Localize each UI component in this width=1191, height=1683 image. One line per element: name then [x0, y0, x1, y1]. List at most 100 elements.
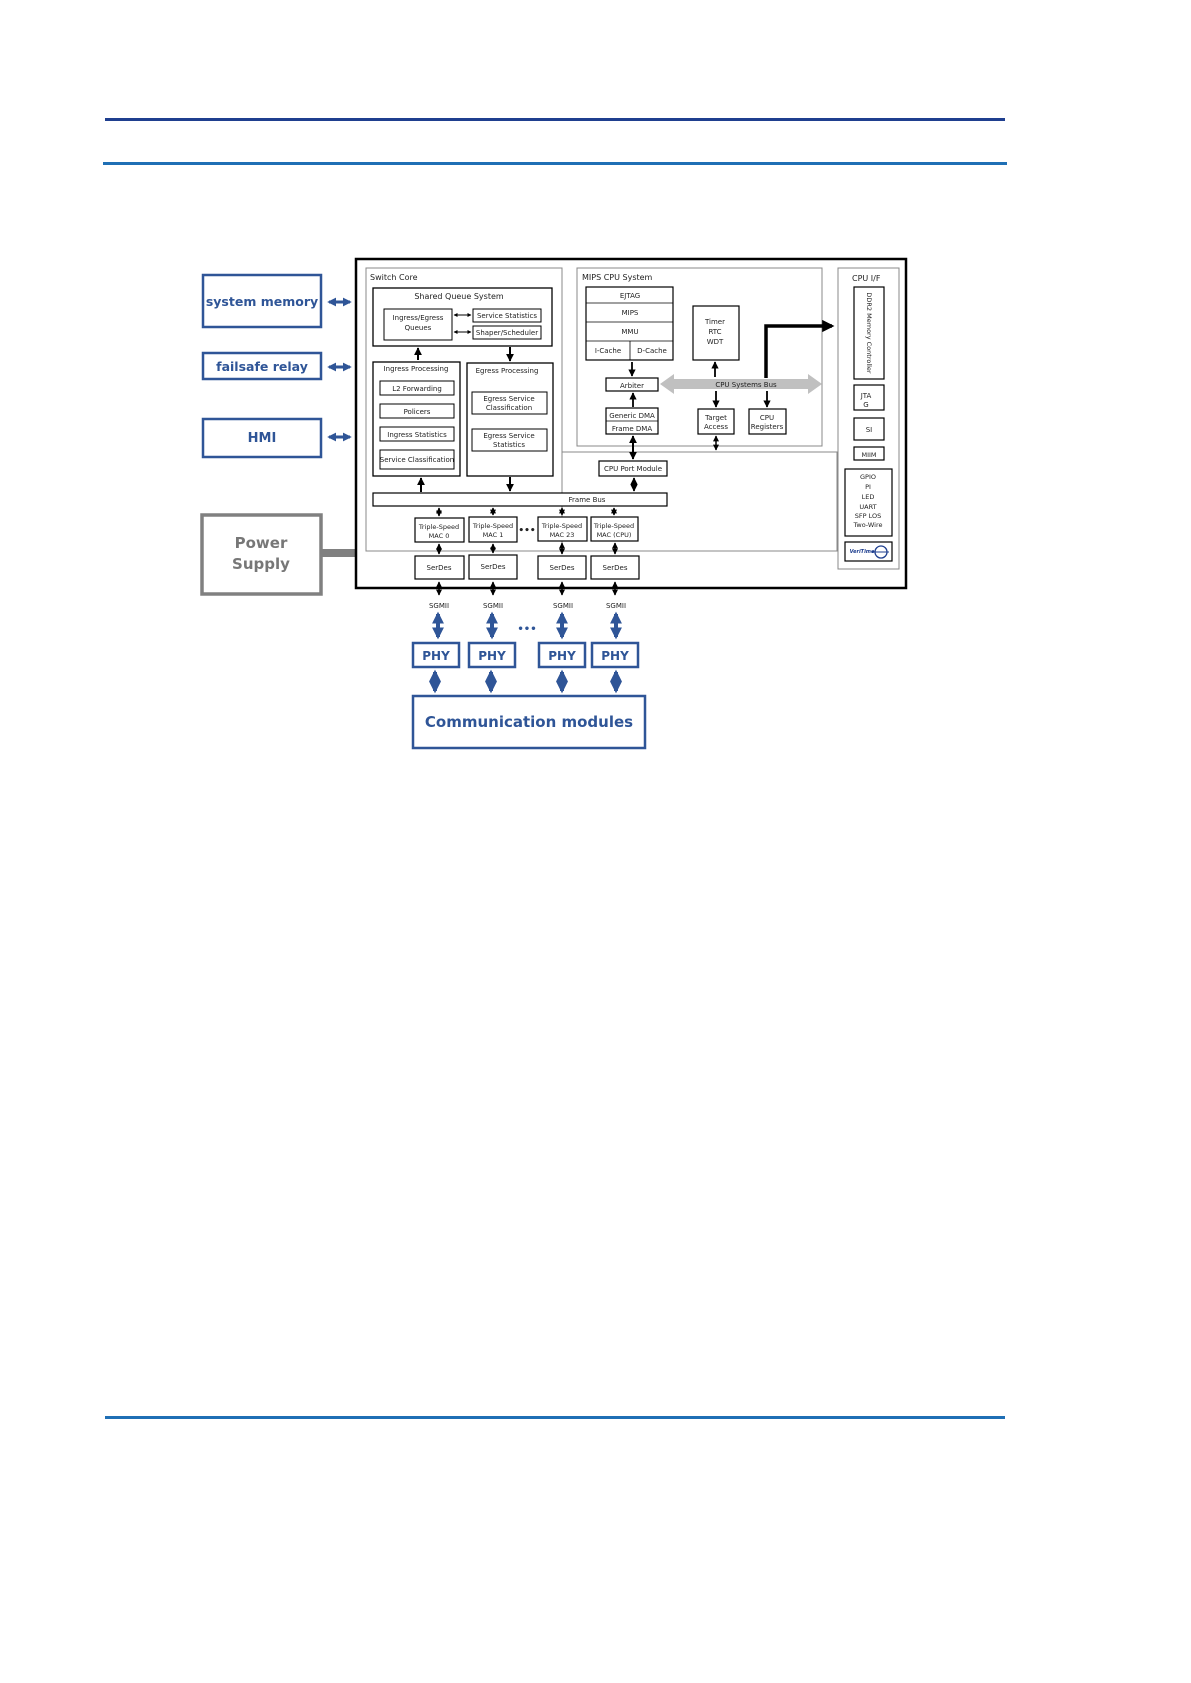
system-memory-block: system memory	[201, 273, 323, 329]
generic-dma-label: Generic DMA	[609, 412, 655, 420]
rtc-label: RTC	[708, 328, 721, 336]
mac-ellipsis: •••	[518, 526, 535, 536]
system-memory-label: system memory	[206, 294, 318, 309]
sgmii-1-label: SGMII	[483, 602, 503, 610]
header-rule-bottom	[103, 162, 1007, 165]
mac-cpu-label-2: MAC (CPU)	[597, 531, 632, 539]
serdes-0-label: SerDes	[427, 564, 452, 572]
service-statistics-label: Service Statistics	[477, 312, 537, 320]
l2-forwarding-box	[379, 380, 455, 396]
cpu-if-title: CPU I/F	[852, 274, 881, 283]
switch-core-region-extension	[366, 451, 838, 552]
phy-1-label: PHY	[478, 649, 506, 663]
wdt-label: WDT	[707, 338, 724, 346]
egress-service-classification-label-2: Classification	[486, 404, 532, 412]
mac-0: Triple-Speed MAC 0	[414, 517, 465, 543]
external-arrows	[327, 297, 352, 442]
mips-cpu-region	[576, 267, 823, 447]
sgmii-2-label: SGMII	[553, 602, 573, 610]
veritime-logo-text: VeriTime	[850, 549, 875, 555]
shared-queue-system: Shared Queue System Ingress/Egress Queue…	[372, 287, 553, 347]
two-wire-label: Two-Wire	[852, 521, 882, 529]
mips-cpu-title: MIPS CPU System	[582, 273, 653, 282]
mac-0-label-2: MAC 0	[429, 532, 450, 540]
frame-bus: Frame Bus	[372, 492, 668, 507]
timer-rtc-wdt: Timer RTC WDT	[692, 305, 740, 361]
bus-to-ddr2-arrow	[764, 319, 835, 378]
ingress-processing-title: Ingress Processing	[384, 365, 449, 373]
serdes-2: SerDes	[537, 555, 587, 580]
sgmii-0-label: SGMII	[429, 602, 449, 610]
ejtag-label: EJTAG	[620, 292, 640, 300]
egress-service-classification-box	[471, 391, 548, 415]
dma-block: Generic DMA Frame DMA	[605, 407, 659, 435]
failsafe-relay-block: failsafe relay	[201, 351, 323, 381]
mac-0-label-1: Triple-Speed	[418, 523, 459, 531]
mac-23: Triple-Speed MAC 23	[537, 516, 588, 542]
gpio-label: GPIO	[860, 473, 876, 481]
power-connector	[321, 549, 356, 557]
icache-label: I-Cache	[595, 347, 621, 355]
egress-service-statistics-box	[471, 428, 548, 452]
uart-label: UART	[859, 503, 876, 511]
sfp-los-label: SFP LOS	[855, 512, 881, 520]
pi-label: PI	[865, 483, 871, 491]
cpu-port-module-label: CPU Port Module	[604, 465, 662, 473]
phy-2: PHY	[537, 641, 587, 669]
cpu-port-module: CPU Port Module	[598, 460, 668, 477]
egress-service-statistics-label-1: Egress Service	[483, 432, 534, 440]
timer-label: Timer	[704, 318, 725, 326]
serdes-3-label: SerDes	[603, 564, 628, 572]
mips-label: MIPS	[622, 309, 639, 317]
shaper-scheduler-box	[472, 325, 542, 340]
phy-3-label: PHY	[601, 649, 629, 663]
serdes-1: SerDes	[468, 554, 518, 580]
failsafe-relay-label: failsafe relay	[216, 359, 308, 374]
power-supply-label-2: Supply	[232, 555, 290, 573]
target-access: Target Access	[697, 408, 735, 435]
veritime-logo: VeriTime	[844, 541, 893, 562]
power-supply-label-1: Power	[235, 534, 288, 552]
phy-3: PHY	[590, 641, 640, 669]
sgmii-phy-arrows	[432, 611, 622, 640]
cpu-registers-label-2: Registers	[751, 423, 784, 431]
gpio-block: GPIO PI LED UART SFP LOS Two-Wire	[844, 468, 893, 537]
mac-23-label-1: Triple-Speed	[541, 522, 582, 530]
header-rule-top	[105, 118, 1005, 121]
serdes-0: SerDes	[414, 555, 465, 580]
cpu-if-region	[837, 267, 900, 570]
serdes-1-label: SerDes	[481, 563, 506, 571]
serdes-2-label: SerDes	[550, 564, 575, 572]
l2-forwarding-label: L2 Forwarding	[392, 385, 442, 393]
cpu-systems-bus	[660, 374, 822, 394]
miim-label: MIIM	[861, 451, 876, 459]
mac-1: Triple-Speed MAC 1	[468, 516, 518, 543]
service-classification-box	[379, 449, 455, 470]
target-label: Target	[704, 414, 727, 422]
cpu-systems-bus-label: CPU Systems Bus	[715, 381, 777, 389]
shaper-scheduler-label: Shaper/Scheduler	[476, 329, 538, 337]
serdes-sgmii-arrows	[436, 581, 618, 596]
arbiter: Arbiter	[605, 377, 659, 392]
phy-0-label: PHY	[422, 649, 450, 663]
egress-service-classification-label-1: Egress Service	[483, 395, 534, 403]
ingress-processing: Ingress Processing L2 Forwarding Policer…	[372, 361, 461, 477]
ingress-statistics-label: Ingress Statistics	[387, 431, 447, 439]
ingress-statistics-box	[379, 426, 455, 442]
dcache-label: D-Cache	[637, 347, 667, 355]
si-block: SI	[853, 417, 885, 441]
mac-1-label-2: MAC 1	[483, 531, 504, 539]
cpu-registers: CPU Registers	[748, 408, 787, 435]
jtag-label-1: JTA	[860, 392, 872, 400]
hmi-block: HMI	[201, 417, 323, 459]
mips-core-stack: EJTAG MIPS MMU I-Cache D-Cache	[585, 286, 674, 361]
cpu-registers-label-1: CPU	[760, 414, 774, 422]
egress-service-statistics-label-2: Statistics	[493, 441, 525, 449]
si-label: SI	[866, 426, 873, 434]
phy-1: PHY	[467, 641, 517, 669]
mac-23-label-2: MAC 23	[550, 531, 575, 539]
footer-rule	[105, 1416, 1005, 1419]
access-label: Access	[704, 423, 728, 431]
arbiter-label: Arbiter	[620, 382, 644, 390]
